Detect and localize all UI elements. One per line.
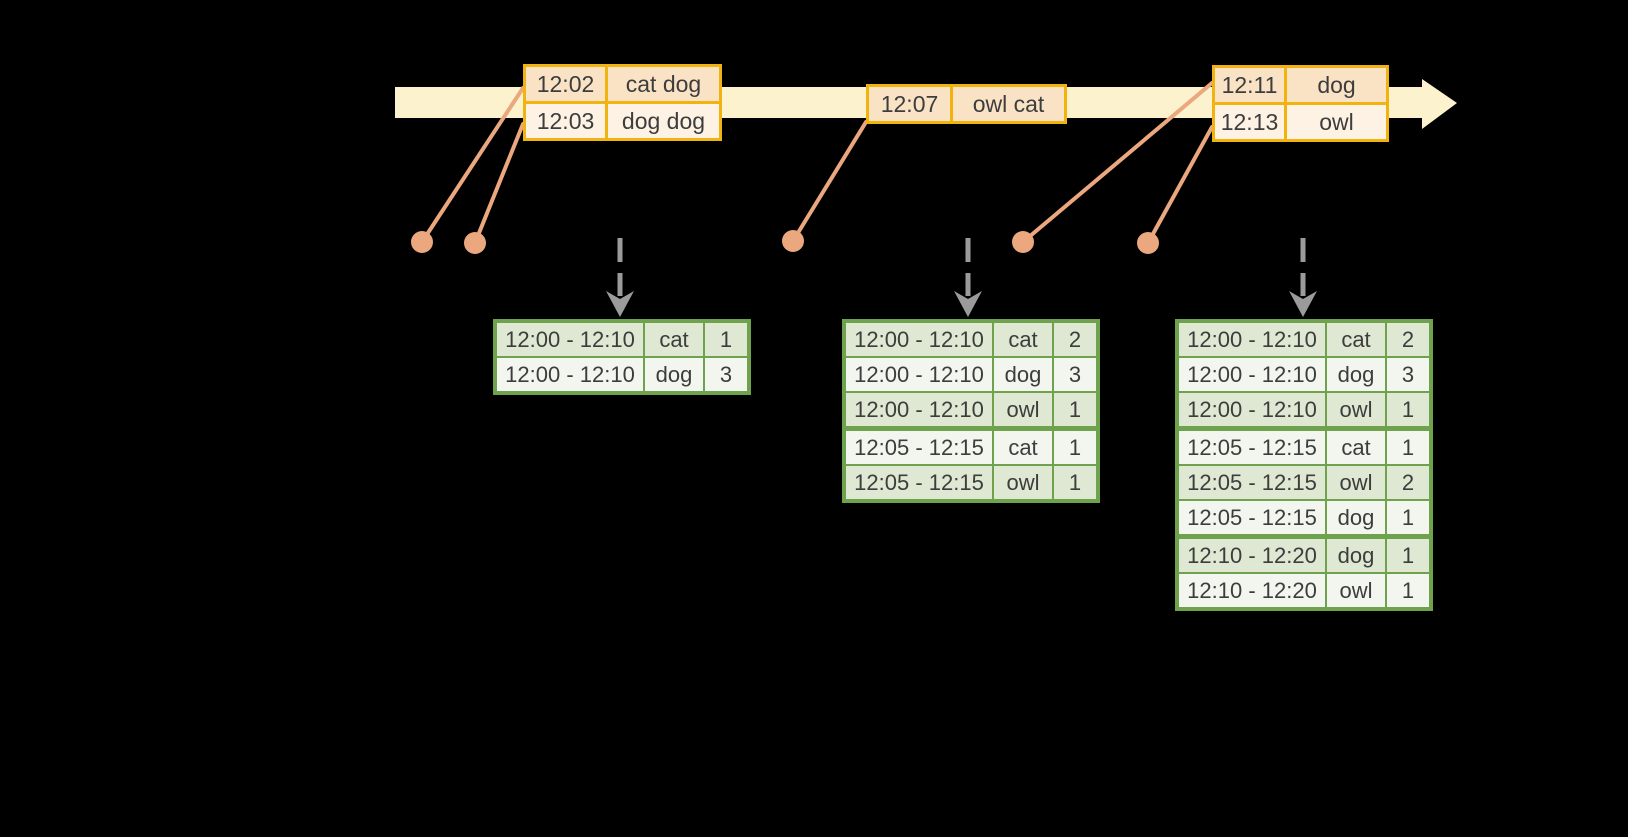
result-table-3: 12:00 - 12:10 cat 2 12:00 - 12:10 dog 3 … — [1175, 319, 1433, 611]
event-connector-line — [420, 86, 525, 244]
window-cell: 12:00 - 12:10 — [1176, 391, 1327, 430]
count-cell: 1 — [1385, 391, 1432, 430]
event-connector-line — [791, 120, 868, 243]
table-row: 12:10 - 12:20 owl 1 — [1176, 572, 1432, 610]
window-cell: 12:10 - 12:20 — [1176, 534, 1327, 574]
table-row: 12:00 - 12:10 cat 2 — [1176, 320, 1432, 358]
table-row: 12:05 - 12:15 cat 1 — [843, 426, 1099, 466]
event-connector-line — [1021, 81, 1214, 244]
table-row: 12:00 - 12:10 cat 1 — [494, 320, 750, 358]
table-row: 12:05 - 12:15 owl 2 — [1176, 464, 1432, 501]
count-cell: 1 — [1385, 499, 1432, 538]
word-cell: dog — [643, 356, 705, 394]
count-cell: 3 — [1052, 356, 1099, 393]
table-row: 12:00 - 12:10 owl 1 — [1176, 391, 1432, 430]
word-cell: cat — [643, 320, 705, 358]
table-row: 12:05 - 12:15 dog 1 — [1176, 499, 1432, 538]
table-row: 12:00 - 12:10 dog 3 — [843, 356, 1099, 393]
word-cell: dog — [992, 356, 1054, 393]
event-row: 12:13 owl — [1212, 102, 1389, 142]
event-words: cat dog — [605, 64, 722, 104]
result-table-2: 12:00 - 12:10 cat 2 12:00 - 12:10 dog 3 … — [842, 319, 1100, 503]
trigger-arrowhead-icon — [1289, 291, 1317, 317]
word-cell: owl — [1325, 391, 1387, 430]
count-cell: 1 — [1385, 572, 1432, 610]
word-cell: cat — [992, 426, 1054, 466]
count-cell: 3 — [703, 356, 750, 394]
event-time: 12:11 — [1212, 65, 1287, 105]
event-time: 12:03 — [523, 101, 608, 141]
event-words: dog dog — [605, 101, 722, 141]
count-cell: 2 — [1052, 320, 1099, 358]
word-cell: cat — [1325, 426, 1387, 466]
window-cell: 12:00 - 12:10 — [1176, 320, 1327, 358]
event-row: 12:11 dog — [1212, 65, 1389, 105]
window-cell: 12:00 - 12:10 — [843, 391, 994, 430]
event-dot — [1012, 231, 1034, 253]
event-connector-line — [473, 122, 525, 245]
event-box-3: 12:11 dog 12:13 owl — [1212, 65, 1389, 142]
count-cell: 1 — [1385, 534, 1432, 574]
table-row: 12:05 - 12:15 cat 1 — [1176, 426, 1432, 466]
word-cell: cat — [1325, 320, 1387, 358]
event-box-2: 12:07 owl cat — [866, 84, 1067, 124]
window-cell: 12:00 - 12:10 — [1176, 356, 1327, 393]
word-cell: owl — [992, 391, 1054, 430]
event-time: 12:07 — [866, 84, 953, 124]
event-time: 12:02 — [523, 64, 608, 104]
event-dot — [411, 231, 433, 253]
word-cell: dog — [1325, 534, 1387, 574]
trigger-arrows — [606, 238, 1317, 317]
word-cell: cat — [992, 320, 1054, 358]
event-row: 12:03 dog dog — [523, 101, 722, 141]
table-row: 12:00 - 12:10 dog 3 — [1176, 356, 1432, 393]
word-cell: owl — [992, 464, 1054, 502]
event-connectors — [420, 81, 1214, 245]
window-cell: 12:05 - 12:15 — [1176, 499, 1327, 538]
event-time: 12:13 — [1212, 102, 1287, 142]
event-words: dog — [1284, 65, 1389, 105]
event-box-1: 12:02 cat dog 12:03 dog dog — [523, 64, 722, 141]
table-row: 12:05 - 12:15 owl 1 — [843, 464, 1099, 502]
count-cell: 2 — [1385, 464, 1432, 501]
window-cell: 12:05 - 12:15 — [843, 426, 994, 466]
window-cell: 12:10 - 12:20 — [1176, 572, 1327, 610]
window-cell: 12:00 - 12:10 — [843, 356, 994, 393]
word-cell: owl — [1325, 464, 1387, 501]
event-dot — [782, 230, 804, 252]
event-dots — [411, 230, 1159, 254]
event-words: owl cat — [950, 84, 1067, 124]
count-cell: 1 — [1052, 391, 1099, 430]
window-cell: 12:00 - 12:10 — [494, 356, 645, 394]
event-row: 12:07 owl cat — [866, 84, 1067, 124]
trigger-arrowhead-icon — [606, 291, 634, 317]
table-row: 12:00 - 12:10 owl 1 — [843, 391, 1099, 430]
count-cell: 2 — [1385, 320, 1432, 358]
word-cell: dog — [1325, 499, 1387, 538]
window-cell: 12:05 - 12:15 — [843, 464, 994, 502]
word-cell: owl — [1325, 572, 1387, 610]
window-cell: 12:05 - 12:15 — [1176, 464, 1327, 501]
timeline-arrowhead-icon — [1422, 79, 1457, 129]
trigger-arrowhead-icon — [954, 291, 982, 317]
window-cell: 12:00 - 12:10 — [494, 320, 645, 358]
count-cell: 1 — [1385, 426, 1432, 466]
result-table-1: 12:00 - 12:10 cat 1 12:00 - 12:10 dog 3 — [493, 319, 751, 395]
table-row: 12:10 - 12:20 dog 1 — [1176, 534, 1432, 574]
event-words: owl — [1284, 102, 1389, 142]
event-connector-line — [1146, 125, 1214, 245]
word-cell: dog — [1325, 356, 1387, 393]
count-cell: 1 — [1052, 464, 1099, 502]
table-row: 12:00 - 12:10 cat 2 — [843, 320, 1099, 358]
event-dot — [1137, 232, 1159, 254]
window-cell: 12:00 - 12:10 — [843, 320, 994, 358]
count-cell: 3 — [1385, 356, 1432, 393]
count-cell: 1 — [1052, 426, 1099, 466]
window-cell: 12:05 - 12:15 — [1176, 426, 1327, 466]
table-row: 12:00 - 12:10 dog 3 — [494, 356, 750, 394]
event-dot — [464, 232, 486, 254]
event-row: 12:02 cat dog — [523, 64, 722, 104]
count-cell: 1 — [703, 320, 750, 358]
